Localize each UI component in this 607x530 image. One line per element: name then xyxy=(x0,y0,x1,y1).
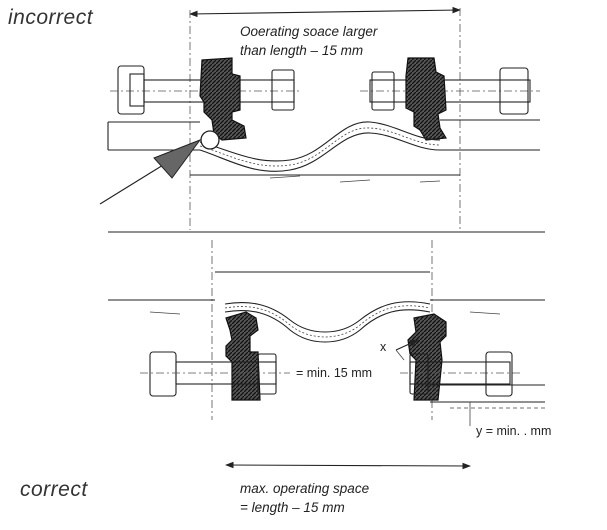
x-value-label: = min. 15 mm xyxy=(296,366,373,380)
bolt-bottom-right xyxy=(400,351,520,397)
incorrect-assembly xyxy=(99,6,540,230)
bolt-top-right xyxy=(360,67,540,115)
top-note-line-2: than length – 15 mm xyxy=(240,43,364,58)
flange-top-left xyxy=(199,57,247,141)
top-note-line-1: Ooerating soace larger xyxy=(240,24,378,39)
operating-space-dimension xyxy=(188,6,462,18)
flange-bottom-left xyxy=(225,311,261,401)
bellows-bottom xyxy=(224,301,431,343)
y-value-label: y = min. . mm xyxy=(476,424,552,438)
pipe-top xyxy=(107,119,540,183)
flange-top-right xyxy=(405,57,448,141)
bottom-note-line-1: max. operating space xyxy=(240,481,370,496)
pipe-bottom xyxy=(108,271,545,315)
x-dimension xyxy=(395,339,420,361)
pointer-arrow xyxy=(99,138,202,205)
y-detail xyxy=(430,384,545,426)
rubber-bead xyxy=(200,130,220,150)
bottom-note-line-2: = length – 15 mm xyxy=(240,500,345,515)
max-operating-space-dimension xyxy=(224,461,472,470)
correct-label: correct xyxy=(20,478,88,501)
incorrect-label: incorrect xyxy=(8,6,94,29)
bolt-bottom-left xyxy=(140,351,290,397)
correct-assembly xyxy=(108,240,545,470)
bellows-top xyxy=(199,121,441,172)
x-label: x xyxy=(380,340,387,354)
flange-bottom-right xyxy=(407,313,447,401)
